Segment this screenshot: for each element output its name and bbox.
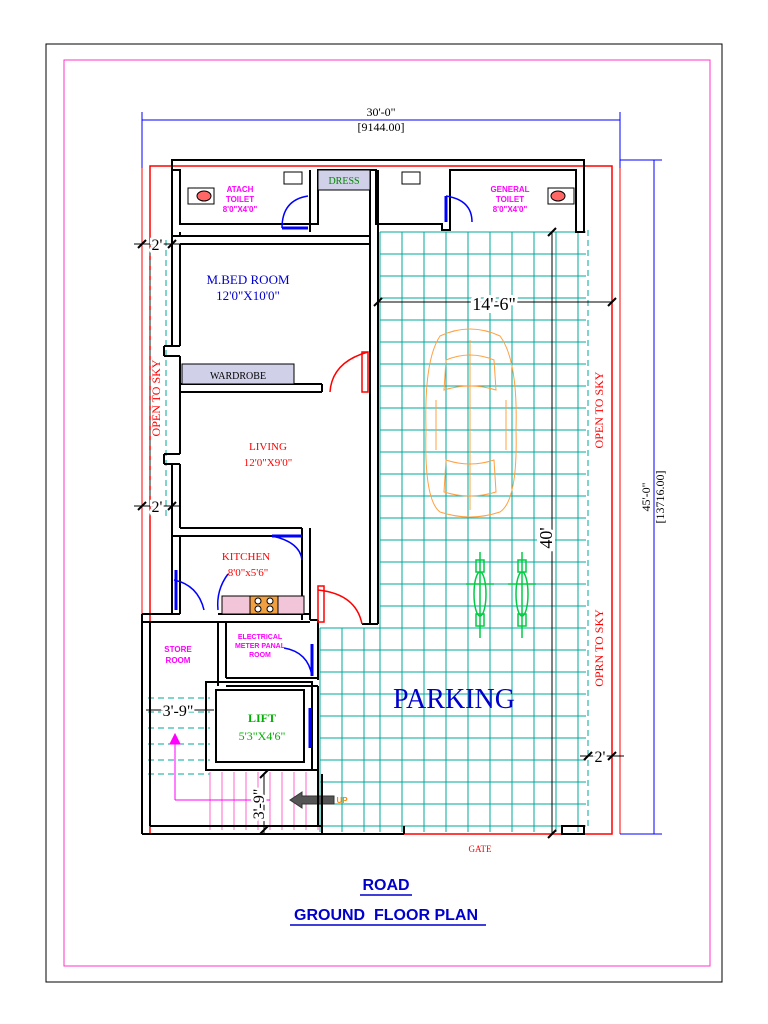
kitchen-size: 8'0"x5'6"	[228, 567, 268, 579]
overall-width-label: 30'-0"	[366, 105, 395, 119]
wardrobe-unit	[181, 363, 295, 385]
general-toilet-size: 8'0"X4'0"	[493, 205, 528, 214]
setback-mid-label: 2'	[152, 499, 163, 516]
parking-label: PARKING	[393, 684, 515, 715]
car-icon	[425, 328, 517, 518]
attach-toilet-size: 8'0"X4'0"	[223, 205, 258, 214]
stair-width-label: 3'-9"	[163, 703, 194, 720]
setback-top-label: 2'	[152, 237, 163, 254]
parking-tile-grid	[319, 231, 586, 832]
open-to-sky-right-top-label: OPEN TO SKY	[592, 371, 606, 448]
outer-frame	[45, 43, 723, 983]
electrical-room-label-2: METER PANAL	[235, 643, 286, 650]
stair-steps	[169, 732, 319, 830]
master-bedroom-size: 12'0"X10'0"	[216, 288, 280, 303]
living-size: 12'0"X9'0"	[244, 457, 292, 469]
parking-width-label: 14'-6"	[472, 294, 516, 314]
inner-frame	[63, 59, 711, 967]
open-to-sky-left-label: OPEN TO SKY	[149, 359, 163, 436]
walls	[141, 159, 585, 835]
electrical-room-label-3: ROOM	[249, 652, 271, 659]
door-swings	[173, 195, 473, 748]
master-bedroom-label: M.BED ROOM	[206, 272, 290, 287]
general-toilet-label-2: TOILET	[496, 195, 524, 204]
wardrobe-label: WARDROBE	[210, 371, 266, 382]
gate-label: GATE	[469, 844, 492, 854]
road-title: ROAD	[362, 877, 409, 894]
dimension-overall-depth	[620, 159, 662, 835]
dimension-overall-width	[141, 112, 621, 168]
parking-depth-label: 40'	[536, 527, 556, 548]
store-room-label: STORE	[164, 645, 192, 654]
lift-label: LIFT	[248, 711, 276, 725]
bike-icon	[508, 552, 536, 638]
open-to-sky-zone-left	[149, 240, 167, 520]
kitchen-label: KITCHEN	[222, 551, 270, 563]
living-label: LIVING	[249, 441, 287, 453]
up-arrow-icon	[289, 791, 335, 809]
setback-markers	[134, 239, 624, 835]
overall-depth-mm-label: [13716.00]	[653, 471, 667, 524]
attach-toilet-label-2: TOILET	[226, 195, 254, 204]
store-room-label-2: ROOM	[166, 656, 191, 665]
dimension-parking-width	[373, 297, 617, 307]
dimension-parking-depth	[547, 227, 557, 839]
setback-right-label: 2'	[595, 749, 606, 766]
dress-label: DRESS	[328, 176, 359, 187]
site-boundary	[141, 165, 621, 835]
dress-unit	[317, 169, 371, 191]
plan-title: GROUND FLOOR PLAN	[294, 907, 478, 924]
stair-depth-label: 3'-9"	[251, 789, 268, 820]
wc-icon	[187, 171, 575, 205]
electrical-room-label: ELECTRICAL	[238, 634, 283, 641]
stove-icon	[249, 595, 279, 615]
general-toilet-label: GENERAL	[490, 185, 529, 194]
overall-width-mm-label: [9144.00]	[358, 120, 405, 134]
overall-depth-label: 45'-0"	[639, 482, 653, 511]
up-label: UP	[336, 796, 348, 805]
lift-size: 5'3"X4'6"	[239, 729, 286, 743]
attach-toilet-label: ATACH	[227, 185, 254, 194]
open-to-sky-right-bottom-label: OPRN TO SKY	[592, 609, 606, 687]
bike-icon	[466, 552, 494, 638]
